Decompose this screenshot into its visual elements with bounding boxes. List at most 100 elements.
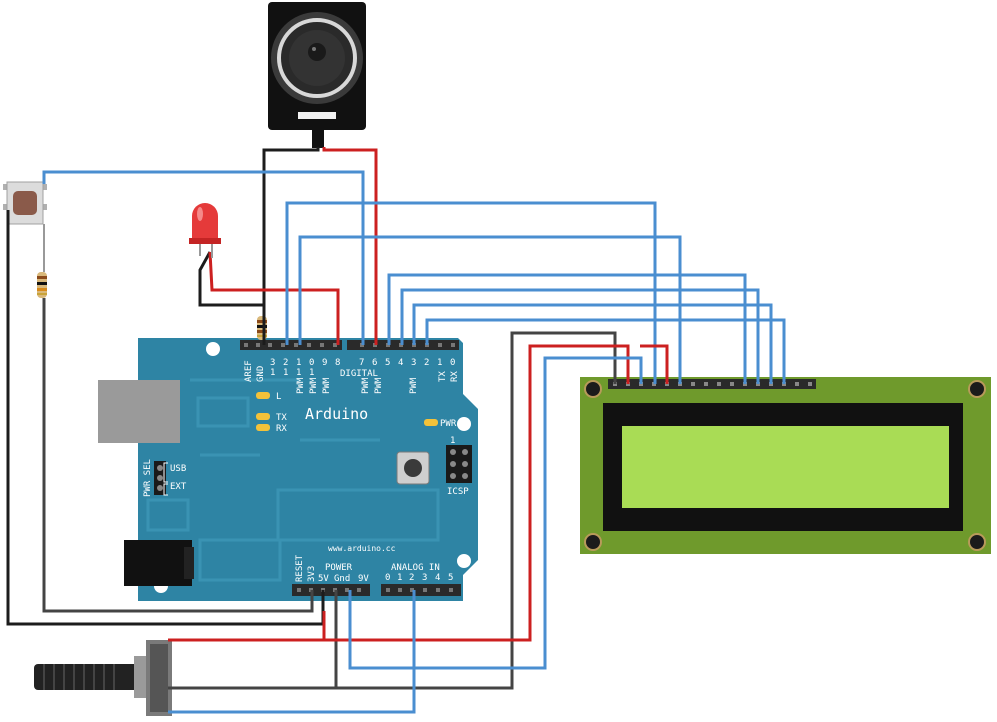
wire-lcd-en bbox=[298, 235, 682, 384]
lcd-pin bbox=[704, 382, 708, 386]
mounting-hole bbox=[968, 380, 986, 398]
v33-label: 3V3 bbox=[307, 566, 317, 582]
lcd-pin bbox=[691, 382, 695, 386]
wire-lcd-anode bbox=[640, 344, 669, 384]
wire-speaker-gnd bbox=[262, 147, 320, 345]
digital-label: DIGITAL bbox=[340, 369, 378, 379]
gnd-power-label: Gnd bbox=[334, 574, 350, 584]
pin-number: 1 bbox=[296, 358, 301, 368]
pin-tens-digit: 1 bbox=[270, 368, 275, 378]
wire-lcd-d5 bbox=[400, 288, 760, 384]
pwm-label: PWM bbox=[322, 377, 332, 394]
wire-button-gnd bbox=[42, 298, 314, 613]
led-tx-label: TX bbox=[276, 413, 287, 423]
lcd-display bbox=[580, 377, 991, 554]
lcd-pin bbox=[730, 382, 734, 386]
analog-pin-number: 4 bbox=[435, 573, 440, 583]
analog-pin-number: 2 bbox=[409, 573, 414, 583]
pin-number: 9 bbox=[322, 358, 327, 368]
speaker-icon bbox=[268, 2, 366, 148]
led-rx-label: RX bbox=[276, 424, 287, 434]
wires bbox=[6, 147, 786, 714]
analog-header bbox=[381, 584, 461, 596]
v5-label: 5V bbox=[318, 574, 329, 584]
pwr-led-indicator bbox=[424, 419, 438, 426]
pin-number: 6 bbox=[372, 358, 377, 368]
mounting-hole bbox=[584, 380, 602, 398]
wire-button-pin7 bbox=[42, 170, 365, 345]
pin-number: 3 bbox=[270, 358, 275, 368]
icsp-pin-one-label: 1 bbox=[450, 436, 455, 446]
reset-label: RESET bbox=[295, 554, 305, 582]
mounting-hole bbox=[968, 533, 986, 551]
pin-number: 2 bbox=[424, 358, 429, 368]
arduino-board: AREF GND DIGITAL TX RX PWM PWM PWM PWM P… bbox=[98, 338, 478, 601]
analog-in-label: ANALOG IN bbox=[391, 563, 440, 573]
power-jack bbox=[124, 540, 192, 586]
wire-button-5v bbox=[6, 210, 325, 626]
led-tx-indicator bbox=[256, 413, 270, 420]
url-label: www.arduino.cc bbox=[328, 544, 396, 553]
pin-tens-digit: 1 bbox=[283, 368, 288, 378]
mounting-hole bbox=[457, 417, 471, 431]
pwm-label: PWM bbox=[374, 377, 384, 394]
analog-pin-number: 1 bbox=[397, 573, 402, 583]
pwm-label: PWM bbox=[309, 377, 319, 394]
pin-number: 0 bbox=[309, 358, 314, 368]
pwr-led-label: PWR bbox=[440, 419, 457, 429]
led-rx-indicator bbox=[256, 424, 270, 431]
usb-connector bbox=[98, 380, 180, 443]
analog-pin-number: 3 bbox=[422, 573, 427, 583]
lcd-pin bbox=[717, 382, 721, 386]
rx-pin-label: RX bbox=[450, 371, 460, 382]
pwm-label: PWM bbox=[409, 377, 419, 394]
lcd-pin bbox=[808, 382, 812, 386]
wire-pot-analog bbox=[168, 590, 416, 714]
wire-lcd-rs bbox=[285, 201, 657, 384]
potentiometer-icon bbox=[34, 640, 172, 716]
pushbutton-icon bbox=[3, 181, 47, 225]
pin-tens-digit: 1 bbox=[309, 368, 314, 378]
led-l-indicator bbox=[256, 392, 270, 399]
pwr-sel-label: PWR SEL bbox=[143, 459, 153, 497]
wire-lcd-d7 bbox=[425, 318, 786, 384]
pin-number: 5 bbox=[385, 358, 390, 368]
led-l-label: L bbox=[276, 392, 281, 402]
wire-lcd-gnd bbox=[334, 331, 617, 690]
pwm-label: PWM bbox=[361, 377, 371, 394]
gnd-label: GND bbox=[256, 366, 266, 382]
lcd-header bbox=[608, 379, 816, 389]
wire-lcd-d6 bbox=[412, 303, 773, 384]
pin-number: 2 bbox=[283, 358, 288, 368]
ext-label: EXT bbox=[170, 482, 187, 492]
wire-speaker-signal bbox=[322, 147, 378, 345]
wire-lcd-contrast bbox=[348, 356, 643, 670]
usb-label: USB bbox=[170, 464, 186, 474]
power-label: POWER bbox=[325, 563, 353, 573]
lcd-pin bbox=[795, 382, 799, 386]
mounting-hole bbox=[584, 533, 602, 551]
v9-label: 9V bbox=[358, 574, 369, 584]
pin-number: 3 bbox=[411, 358, 416, 368]
resistor-icon bbox=[37, 272, 47, 298]
lcd-screen bbox=[622, 426, 949, 508]
pin-number: 1 bbox=[437, 358, 442, 368]
pwr-sel-jumper bbox=[154, 461, 168, 496]
pin-tens-digit: 1 bbox=[296, 368, 301, 378]
wire-lcd-d4 bbox=[387, 273, 747, 384]
pin-number: 8 bbox=[335, 358, 340, 368]
icsp-header bbox=[446, 445, 472, 483]
mounting-hole bbox=[206, 342, 220, 356]
led-icon bbox=[189, 203, 221, 244]
tx-pin-label: TX bbox=[438, 371, 448, 382]
aref-label: AREF bbox=[244, 360, 254, 382]
analog-pin-number: 5 bbox=[448, 573, 453, 583]
analog-pin-number: 0 bbox=[385, 573, 390, 583]
arduino-brand: Arduino bbox=[305, 405, 368, 423]
wire-led-anode bbox=[208, 251, 340, 345]
mounting-hole bbox=[457, 554, 471, 568]
pwm-label: PWM bbox=[296, 377, 306, 394]
wire-led-cathode bbox=[198, 251, 264, 307]
